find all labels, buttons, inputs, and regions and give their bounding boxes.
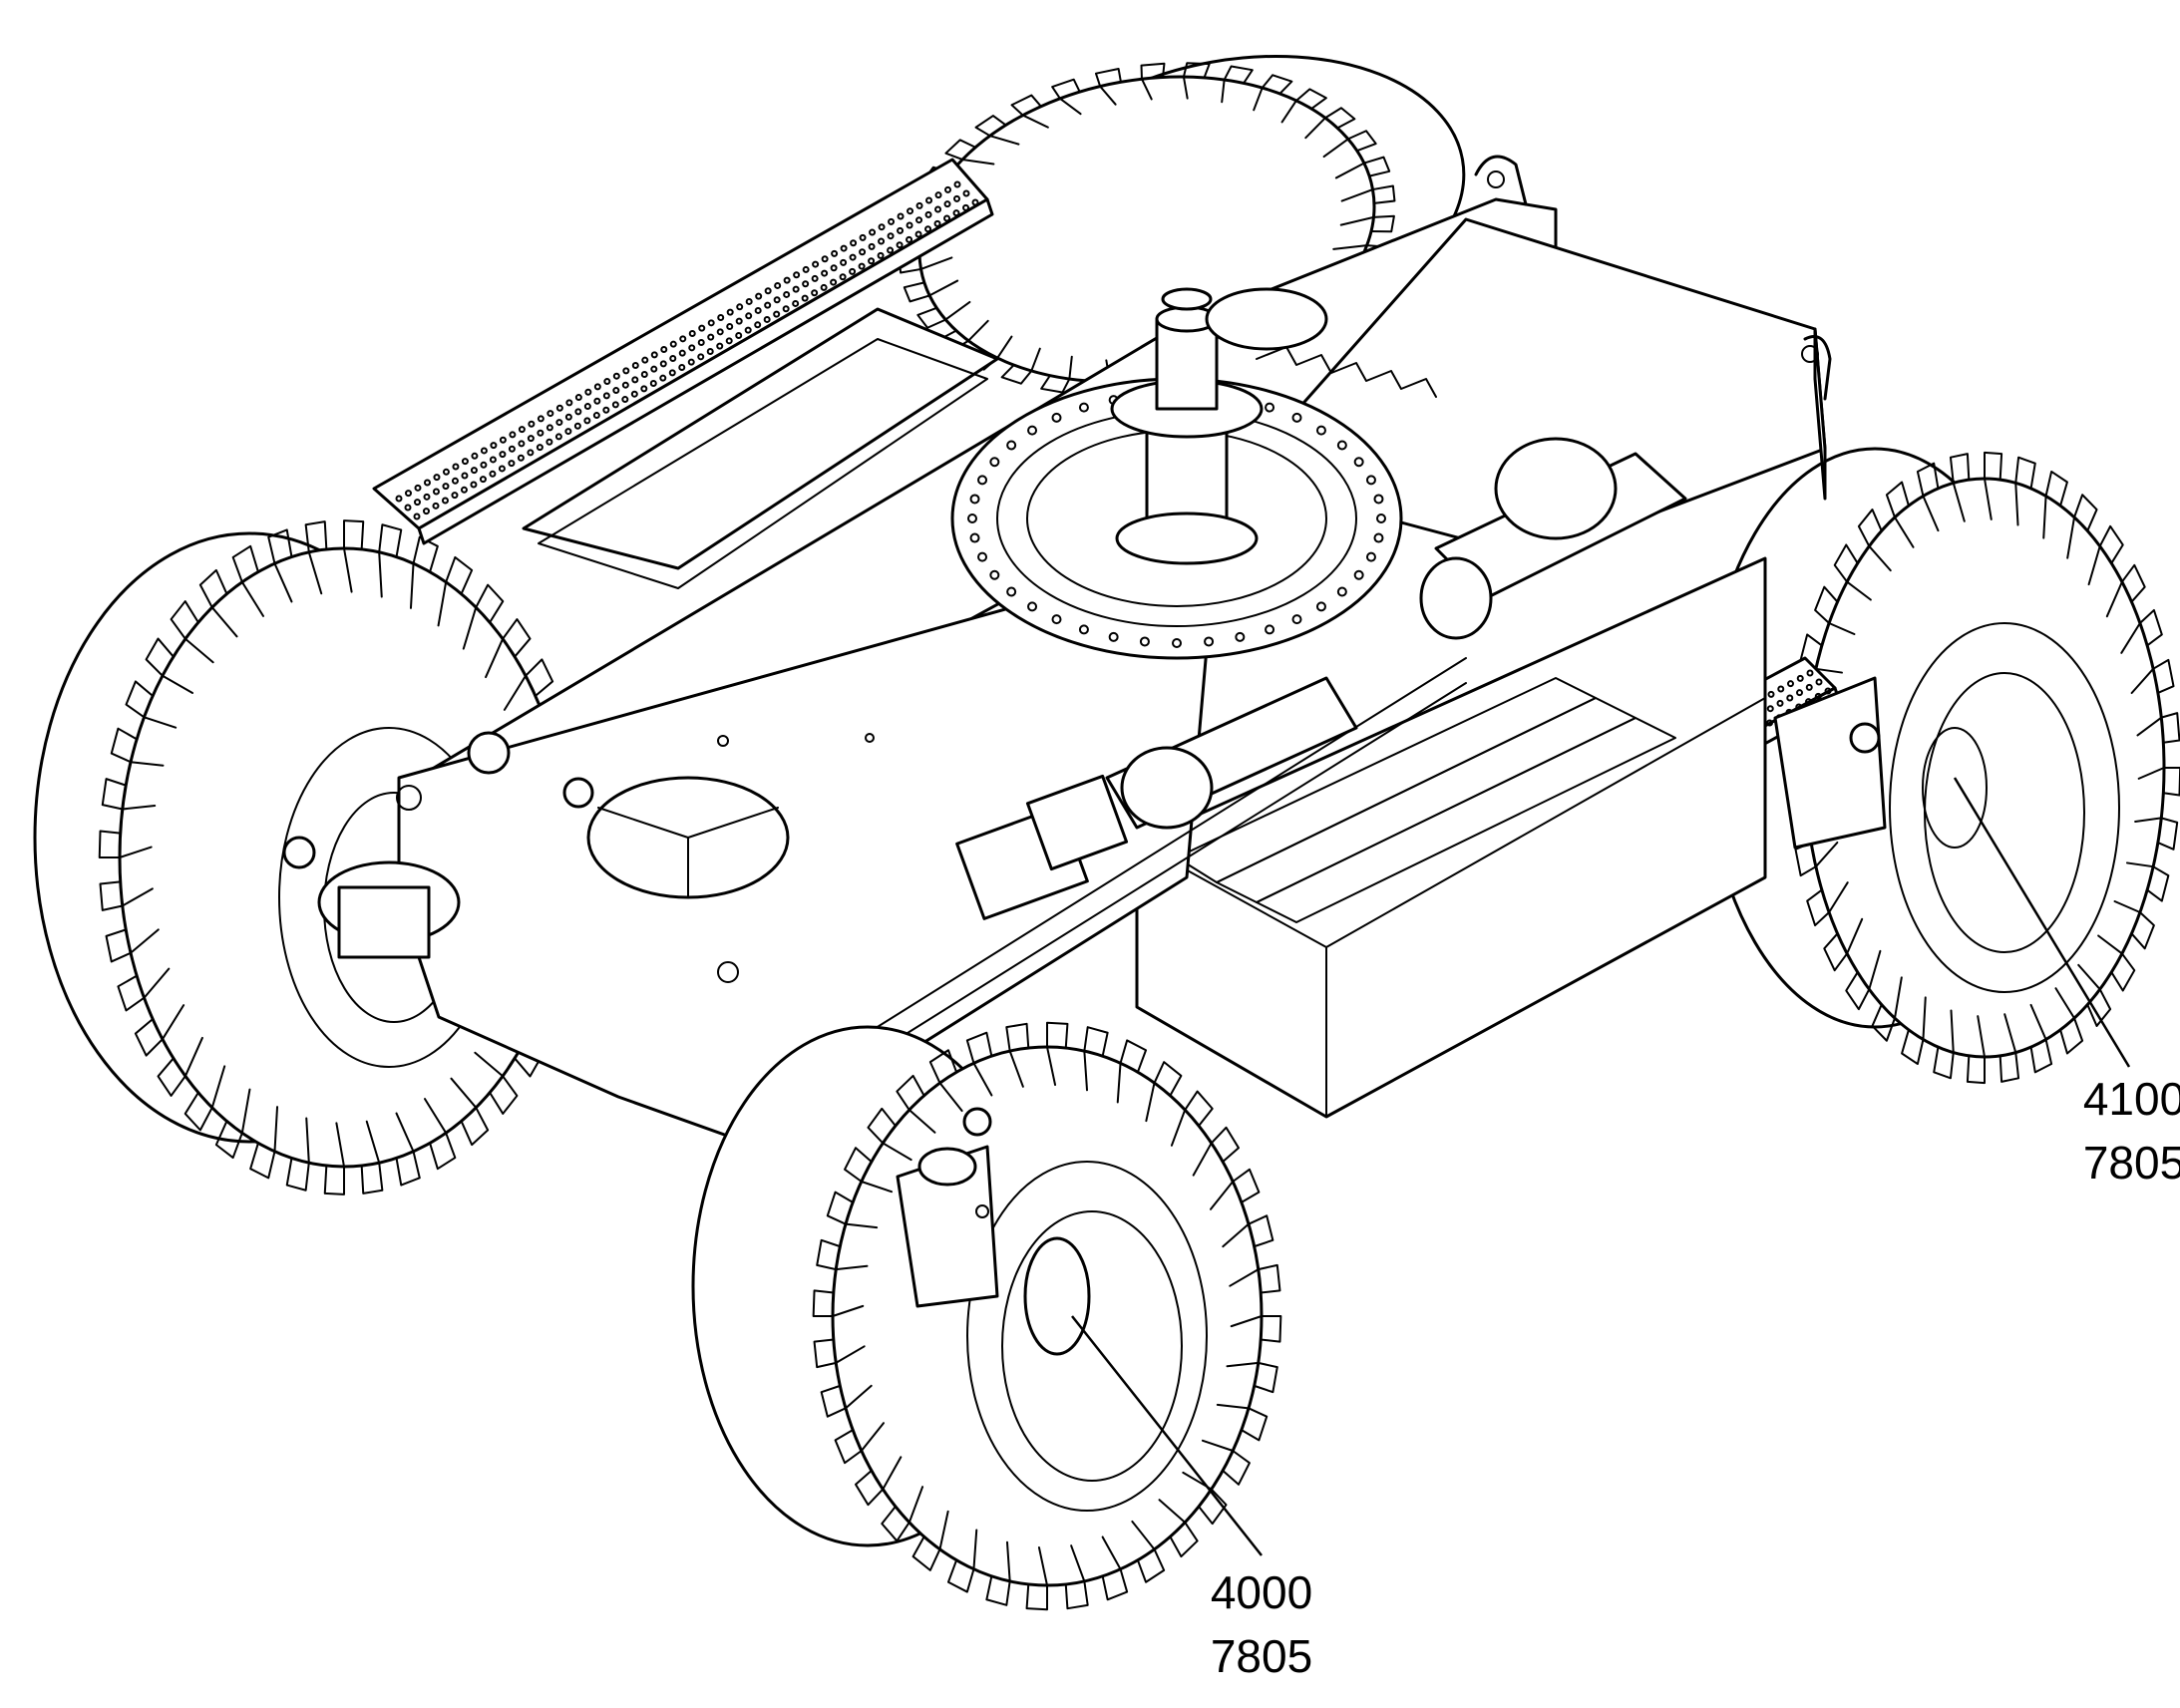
- transmission: [797, 437, 1687, 1103]
- front-left-hub: [282, 731, 594, 959]
- callout-4000-part-number: 4000: [1210, 1566, 1313, 1618]
- callout-4000: 4000 7805: [1192, 1560, 1331, 1688]
- rear-right-wheel-pair: [1703, 447, 2180, 1085]
- rotary-joint: [1110, 287, 1437, 565]
- front-right-wheel-pair: [691, 1021, 1282, 1611]
- leader-line-4100: [1953, 777, 2131, 1068]
- leader-line-4000: [1071, 1315, 1263, 1556]
- callout-4100-variant: 7805: [2082, 1137, 2180, 1189]
- front-right-hub: [896, 1107, 999, 1308]
- callout-4100-part-number: 4100: [2082, 1073, 2180, 1125]
- callout-4100: 4100 7805: [2064, 1067, 2180, 1195]
- rear-right-hub: [1773, 676, 1887, 850]
- callout-4000-variant: 7805: [1210, 1630, 1313, 1682]
